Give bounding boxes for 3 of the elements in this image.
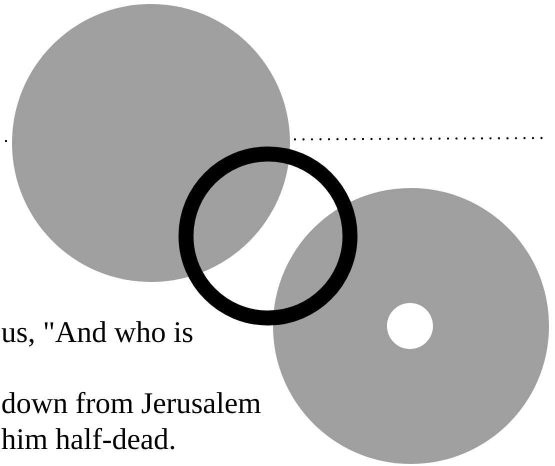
text-line: us, "And who is xyxy=(2,321,192,347)
text-line: down from Jerusalem xyxy=(2,392,261,414)
text-line: him half-dead. xyxy=(2,428,174,450)
